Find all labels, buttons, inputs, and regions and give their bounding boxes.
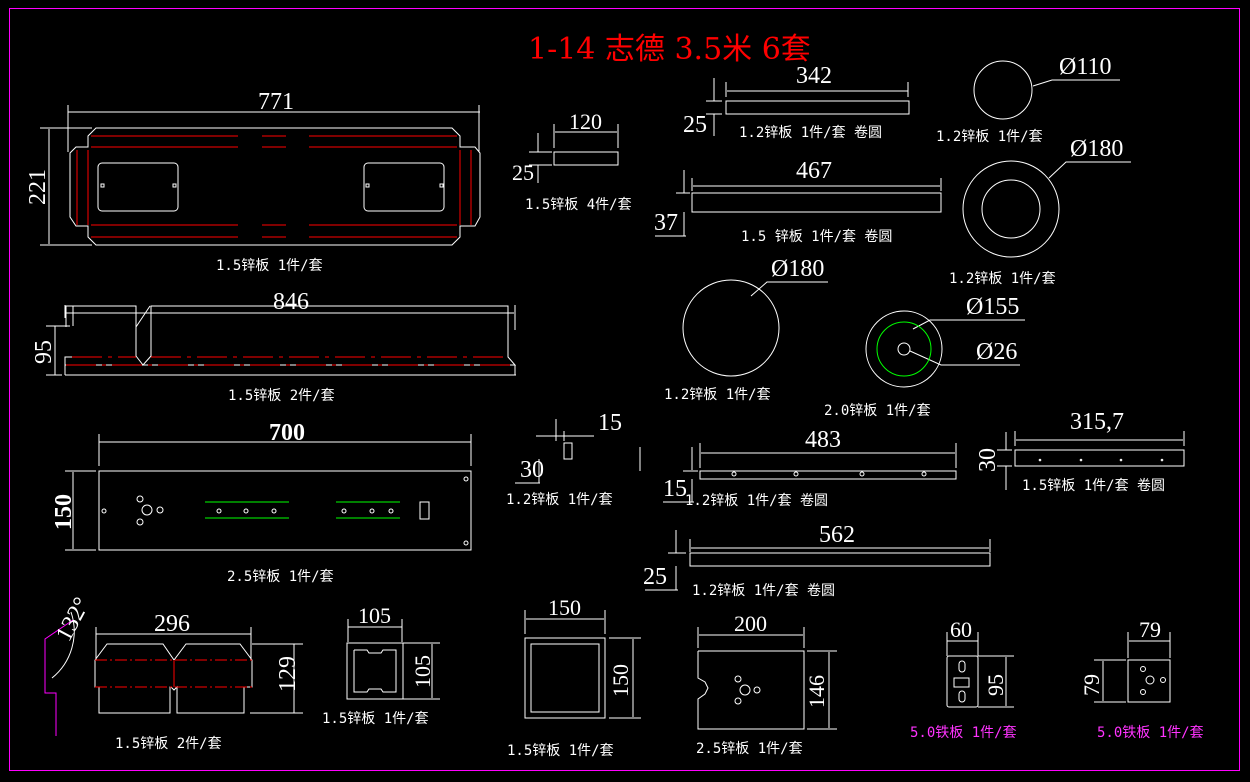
drawing-title: 1-14 志德 3.5米 6套 [528,32,811,67]
drawing-frame [9,8,1240,771]
part-19-caption: 5.0铁板 1件/套 [910,725,1017,741]
part-5-caption: 1.5锌板 1件/套 [322,711,429,727]
part-6-drawing [529,124,619,183]
part-8-width-dim: 467 [796,158,832,184]
part-3-width-dim: 700 [269,420,305,446]
part-6-caption: 1.5锌板 4件/套 [525,197,632,213]
part-16-drawing [645,530,991,591]
part-12-green-circle [876,321,932,377]
part-12-outer-diameter-dim: Ø155 [966,294,1020,320]
part-20-width-dim: 79 [1139,617,1161,642]
part-20-drawing [1094,632,1171,703]
part-3-green-lines [205,501,400,519]
part-10-drawing [962,160,1131,258]
part-8-drawing [655,170,942,237]
part-15-caption: 1.5锌板 1件/套 卷圆 [1022,478,1166,494]
part-14-left-dim-lines [663,447,698,503]
part-2-height-dim: 95 [31,340,57,364]
part-1-width-dim: 771 [258,89,294,115]
part-3-height-dim: 150 [51,494,77,530]
part-18-width-dim: 200 [734,611,767,636]
part-17-height-dim: 150 [608,664,633,697]
part-20-caption: 5.0铁板 1件/套 [1097,725,1204,741]
part-11-caption: 1.2锌板 1件/套 [664,387,771,403]
part-15-width-dim: 315,7 [1070,409,1124,435]
part-14-height-dim: 15 [663,476,687,502]
part-4-drawing [51,611,303,714]
part-3-caption: 2.5锌板 1件/套 [227,569,334,585]
part-1-height-dim: 221 [25,169,51,205]
part-2-width-dim: 846 [273,289,309,315]
part-17-drawing [524,610,641,719]
part-2-caption: 1.5锌板 2件/套 [228,388,335,404]
part-16-height-dim: 25 [643,564,667,590]
part-12-inner-diameter-dim: Ø26 [976,339,1018,365]
part-2-drawing [46,305,517,376]
part-5-drawing [346,619,440,700]
part-19-width-dim: 60 [950,617,972,642]
part-9-drawing [973,60,1120,120]
part-17-width-dim: 150 [548,595,581,620]
part-12-caption: 2.0锌板 1件/套 [824,403,931,419]
part-18-drawing [697,627,837,730]
part-1-caption: 1.5锌板 1件/套 [216,258,323,274]
part-4-fold-lines [95,659,252,688]
part-14-drawing [639,443,957,480]
part-19-height-dim: 95 [983,674,1008,696]
part-11-drawing [682,279,828,377]
part-13-drawing [515,419,594,484]
part-4-width-dim: 296 [154,611,190,637]
part-7-height-dim: 25 [683,112,707,138]
part-15-drawing [997,431,1185,490]
part-1-fold-lines [76,135,472,238]
part-3-drawing [65,434,472,551]
part-4-profile [44,619,74,736]
part-5-width-dim: 105 [358,603,391,628]
part-13-caption: 1.2锌板 1件/套 [506,492,613,508]
part-4-caption: 1.5锌板 2件/套 [115,736,222,752]
part-16-caption: 1.2锌板 1件/套 卷圆 [692,583,836,599]
part-4-height-dim: 129 [275,656,301,692]
part-7-caption: 1.2锌板 1件/套 卷圆 [739,125,883,141]
part-18-height-dim: 146 [804,675,829,708]
part-8-height-dim: 37 [654,210,678,236]
part-1-drawing [40,105,481,246]
part-8-caption: 1.5 锌板 1件/套 卷圆 [741,229,893,245]
part-5-height-dim: 105 [410,655,435,688]
part-7-width-dim: 342 [796,63,832,89]
part-19-drawing [946,632,1014,708]
part-18-caption: 2.5锌板 1件/套 [696,741,803,757]
part-2-fold-lines [66,356,514,366]
part-14-width-dim: 483 [805,427,841,453]
part-7-drawing [706,78,910,136]
part-6-height-dim: 25 [512,160,534,185]
part-9-diameter-dim: Ø110 [1059,54,1112,80]
part-10-caption: 1.2锌板 1件/套 [949,271,1056,287]
part-16-width-dim: 562 [819,522,855,548]
part-14-caption: 1.2锌板 1件/套 卷圆 [685,493,829,509]
part-10-diameter-dim: Ø180 [1070,136,1124,162]
part-13-width-dim: 15 [598,410,622,436]
part-20-height-dim: 79 [1079,674,1104,696]
part-11-diameter-dim: Ø180 [771,256,825,282]
part-9-caption: 1.2锌板 1件/套 [936,129,1043,145]
part-15-height-dim: 30 [975,448,1001,472]
part-13-height-dim: 30 [520,457,544,483]
part-17-caption: 1.5锌板 1件/套 [507,743,614,759]
part-6-width-dim: 120 [569,109,602,134]
